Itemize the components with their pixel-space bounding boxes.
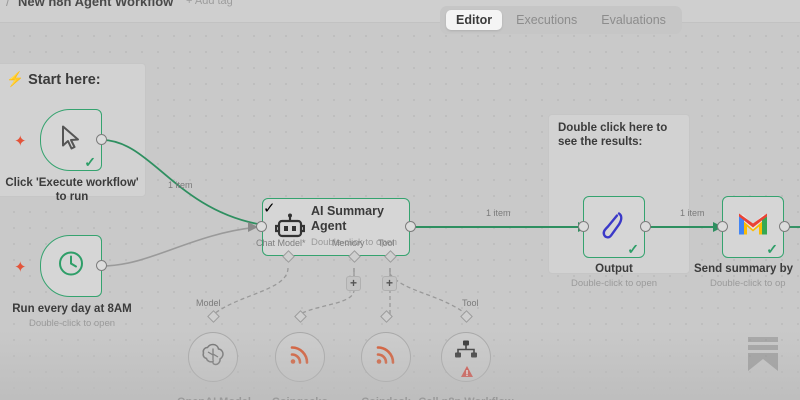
tab-executions[interactable]: Executions: [516, 13, 578, 27]
edge-label-agent-to-output: 1 item: [486, 208, 511, 218]
node-send-summary-gmail[interactable]: ✓: [722, 196, 784, 258]
port-agent-in[interactable]: [256, 221, 267, 232]
rss-icon: [288, 343, 312, 372]
edge-label-trigger-to-agent: 1 item: [168, 180, 193, 190]
workflow-canvas[interactable]: ⚡ Start here: Double click here to see t…: [0, 22, 800, 400]
node-call-n8n-workflow-tool[interactable]: [441, 332, 491, 382]
pen-icon: [600, 210, 628, 245]
add-tool-button[interactable]: +: [382, 276, 397, 291]
status-check-icon-output: ✓: [627, 241, 639, 257]
node-ai-summary-agent-sub: Double-click to open: [311, 237, 398, 248]
workflow-title[interactable]: New n8n Agent Workflow: [18, 0, 174, 9]
status-check-icon-gmail: ✓: [766, 241, 778, 257]
port-manual-trigger-out[interactable]: [96, 134, 107, 145]
status-check-icon: ✓: [84, 154, 96, 170]
port-chat-model-text: Chat Model*: [256, 238, 306, 248]
hierarchy-icon: [454, 340, 478, 367]
connector-label-tool: Tool: [462, 298, 479, 308]
node-coingecko[interactable]: [275, 332, 325, 382]
add-tag-button[interactable]: + Add tag: [186, 0, 233, 7]
lightning-icon-manual: ✦: [14, 133, 27, 150]
warning-triangle-icon: [460, 365, 474, 383]
port-agent-out[interactable]: [405, 221, 416, 232]
node-send-summary-gmail-sub: Double-click to op: [710, 278, 786, 289]
node-output-sub: Double-click to open: [570, 278, 658, 289]
node-openai-model[interactable]: [188, 332, 238, 382]
port-memory-label: Memory: [332, 238, 365, 248]
node-coindesk[interactable]: [361, 332, 411, 382]
port-tool-label: Tool: [378, 238, 395, 248]
sticky-note-start-here-title: ⚡ Start here:: [6, 72, 101, 88]
node-output[interactable]: ✓: [583, 196, 645, 258]
tab-editor[interactable]: Editor: [446, 10, 503, 30]
node-schedule-trigger-label: Run every day at 8AM: [12, 303, 132, 315]
bookmark-icon: [746, 335, 780, 378]
port-output-in[interactable]: [578, 221, 589, 232]
port-gmail-out[interactable]: [779, 221, 790, 232]
node-ai-summary-agent[interactable]: AI Summary Agent Double-click to open ✓: [262, 198, 410, 256]
view-tabs: Editor Executions Evaluations: [440, 6, 682, 34]
port-chat-model-label: Chat Model*: [256, 238, 306, 248]
edge-label-output-to-gmail: 1 item: [680, 208, 705, 218]
node-manual-trigger-label: Click 'Execute workflow' to run: [5, 177, 139, 204]
node-call-n8n-workflow-tool-label: Call n8n Workflow Tool: [410, 396, 522, 400]
gmail-icon: [737, 213, 769, 242]
sticky-note-results-title: Double click here to see the results:: [558, 122, 668, 149]
robot-icon: [274, 213, 306, 246]
node-send-summary-gmail-label: Send summary by: [694, 263, 794, 275]
clock-icon: [57, 250, 85, 283]
node-ai-summary-agent-label: AI Summary Agent: [311, 204, 384, 233]
port-schedule-trigger-out[interactable]: [96, 260, 107, 271]
lightning-icon-schedule: ✦: [14, 259, 27, 276]
node-output-label: Output: [595, 263, 633, 275]
tab-evaluations[interactable]: Evaluations: [601, 13, 666, 27]
status-check-icon-agent: ✓: [263, 200, 276, 217]
add-memory-button[interactable]: +: [346, 276, 361, 291]
rss-icon-2: [374, 343, 398, 372]
node-schedule-trigger[interactable]: [40, 235, 102, 297]
port-output-out[interactable]: [640, 221, 651, 232]
cursor-icon: [59, 125, 83, 156]
connector-label-model: Model: [196, 298, 221, 308]
port-gmail-in[interactable]: [717, 221, 728, 232]
node-schedule-trigger-sub: Double-click to open: [28, 318, 116, 329]
node-manual-trigger[interactable]: ✓: [40, 109, 102, 171]
breadcrumb-separator: /: [6, 0, 10, 9]
openai-icon: [200, 342, 226, 373]
